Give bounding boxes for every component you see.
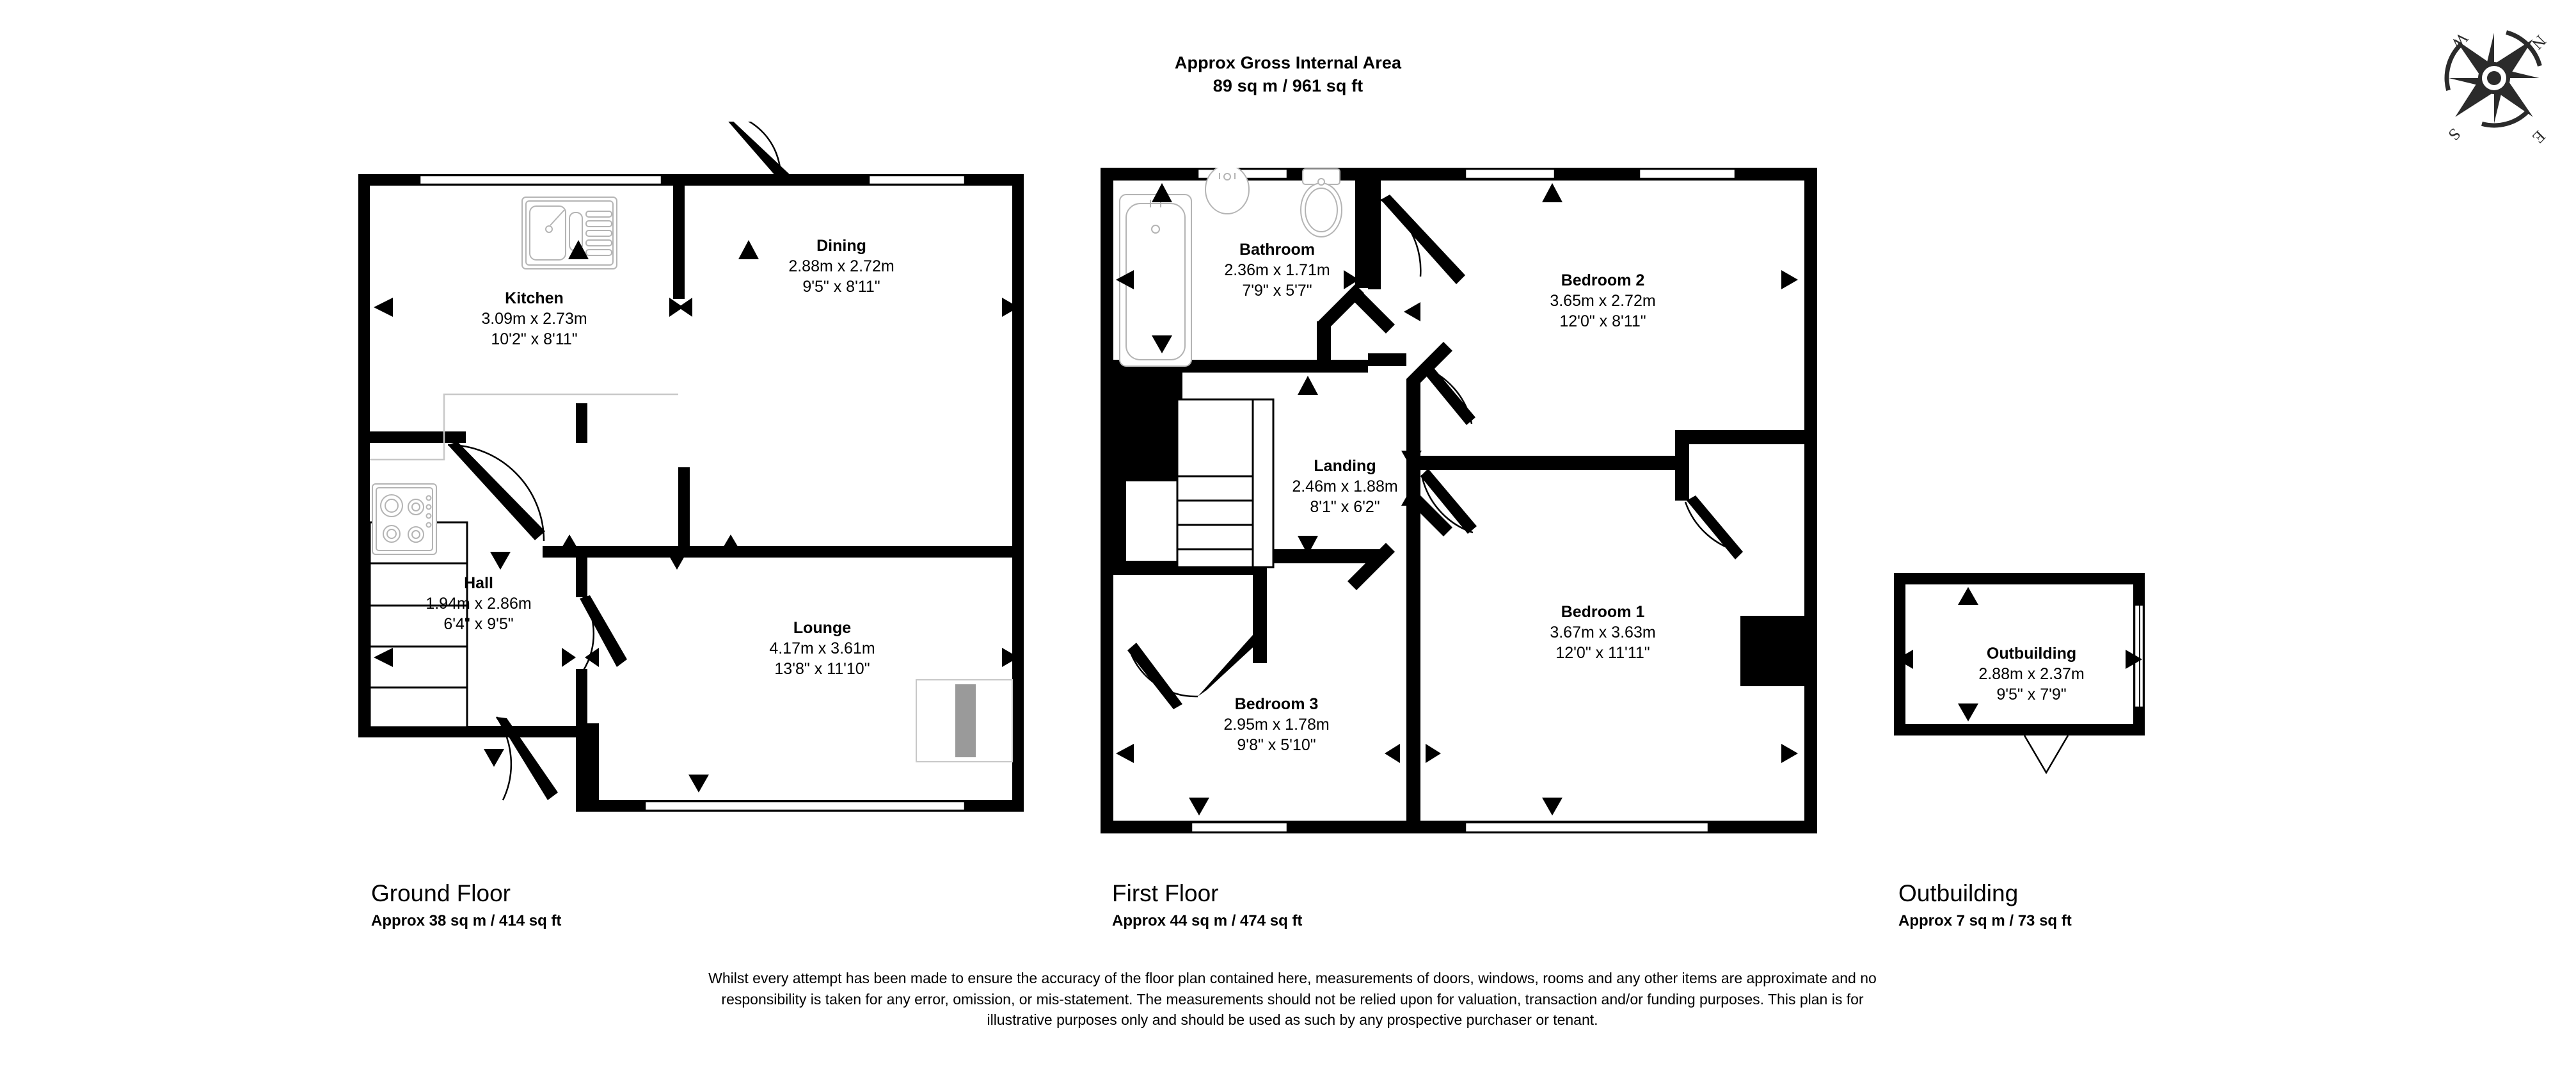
first-floor-windows (1190, 168, 1737, 833)
bathroom-fixtures (1119, 168, 1342, 367)
kitchen-fixtures (370, 197, 678, 555)
outbuilding-area: Approx 7 sq m / 73 sq ft (1898, 912, 2072, 929)
door-leaf-bathroom (1381, 195, 1465, 284)
outbuilding-walls (1894, 573, 2145, 735)
window-bedroom2-top-right (1638, 168, 1737, 180)
compass-rose-svg: N E S W (2444, 29, 2550, 147)
window-kitchen-top (418, 174, 663, 186)
ground-floor-direction-arrows (374, 240, 1019, 792)
ground-floor-area: Approx 38 sq m / 414 sq ft (371, 912, 562, 929)
ground-floor-plan: Kitchen Kitchen 3.09m x 2.73m 10'2" x 8'… (358, 122, 1024, 845)
compass-rose-icon: N E S W (2425, 6, 2566, 147)
outbuilding-plan: Outbuilding 2.88m x 2.37m 9'5" x 7'9" (1888, 573, 2175, 842)
gross-area-value: 89 sq m / 961 sq ft (1212, 76, 1364, 96)
compass-south-label: S (2445, 125, 2465, 145)
first-floor-doors (1127, 195, 1743, 709)
ground-floor-walls (358, 174, 1024, 812)
first-floor-svg (1101, 168, 1817, 833)
ground-floor-title: Ground Floor (371, 880, 511, 906)
outbuilding-caption: Outbuilding Approx 7 sq m / 73 sq ft (1898, 880, 2072, 929)
window-bedroom3-bottom (1190, 821, 1289, 833)
door-leaf-kitchen-hall (448, 442, 545, 540)
sink-icon (521, 197, 617, 269)
ground-floor-caption: Ground Floor Approx 38 sq m / 414 sq ft (371, 880, 562, 929)
door-leaf-cupboard (1687, 495, 1743, 559)
door-leaf-bedroom2 (1419, 360, 1475, 425)
first-floor-direction-arrows (1116, 183, 1798, 816)
first-floor-plan: Bathroom 2.36m x 1.71m 7'9" x 5'7" Bedro… (1101, 168, 1817, 846)
outbuilding-svg (1894, 573, 2145, 775)
compass-east-label: E (2529, 127, 2549, 147)
door-arc-kitchen-hall (447, 444, 545, 542)
outbuilding-entrance-notch (2023, 735, 2069, 775)
door-arc-hall-lounge (495, 716, 513, 801)
first-floor-title: First Floor (1112, 880, 1219, 906)
gross-internal-area-block: Approx Gross Internal Area 89 sq m / 961… (0, 51, 2576, 98)
door-leaf-front (728, 122, 793, 182)
ground-floor-windows (418, 174, 966, 812)
disclaimer-text: Whilst every attempt has been made to en… (708, 970, 1877, 1029)
toilet-icon (1300, 168, 1342, 237)
window-bedroom2-top-left (1464, 168, 1556, 180)
window-bedroom1-bottom (1464, 821, 1710, 833)
window-lounge-bottom (644, 800, 966, 812)
gross-area-title: Approx Gross Internal Area (1174, 53, 1402, 72)
door-leaf-bedroom3 (1127, 643, 1182, 709)
landing-outline-walls (1267, 284, 1452, 590)
door-arc-front (747, 122, 782, 177)
outbuilding-direction-arrows (1896, 587, 2142, 721)
door-leaf-bedroom3-b (1198, 635, 1258, 696)
ground-floor-stairs (369, 521, 468, 728)
window-dining-top (868, 174, 966, 186)
ground-floor-doors (447, 122, 793, 801)
kitchen-worktop-outline (370, 393, 678, 461)
outbuilding-title: Outbuilding (1898, 880, 2019, 906)
first-floor-area: Approx 44 sq m / 474 sq ft (1112, 912, 1303, 929)
hob-icon (372, 483, 437, 555)
basin-icon (1205, 168, 1250, 214)
door-leaf-bedroom1 (1420, 469, 1477, 534)
ground-floor-svg: Kitchen (358, 122, 1024, 812)
door-leaf-hall-lounge (497, 717, 558, 800)
first-floor-stairs (1176, 398, 1275, 568)
door-leaf-hall-stair (580, 595, 627, 667)
first-floor-caption: First Floor Approx 44 sq m / 474 sq ft (1112, 880, 1303, 929)
fireplace-icon (916, 679, 1013, 762)
